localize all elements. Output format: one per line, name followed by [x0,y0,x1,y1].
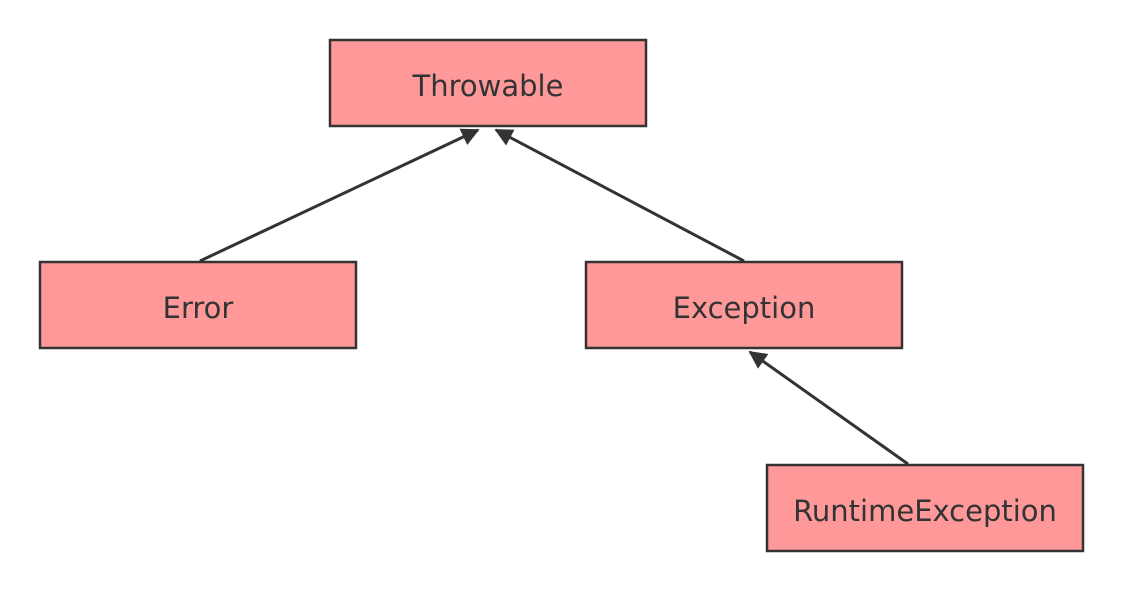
node-runtimeexception-label: RuntimeException [793,494,1057,528]
edge-error-to-throwable [199,128,480,263]
node-exception-label: Exception [673,291,816,325]
node-exception-box [584,260,904,350]
node-throwable: Throwable [328,38,648,128]
node-error-box [38,260,358,350]
node-error: Error [38,260,358,350]
node-runtimeexception: RuntimeException [765,463,1085,553]
edge-runtimeexception-to-exception [748,350,909,466]
node-runtimeexception-box [765,463,1085,553]
edge-exception-to-throwable [494,128,745,263]
node-throwable-label: Throwable [412,69,564,103]
node-throwable-box [328,38,648,128]
node-exception: Exception [584,260,904,350]
node-error-label: Error [163,291,234,325]
